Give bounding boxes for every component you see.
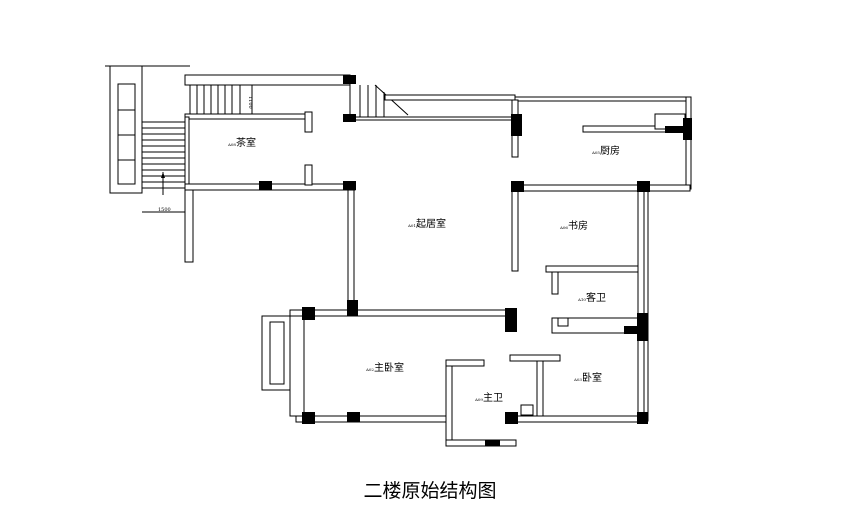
room-label-guest-bath: A10客卫 [577,291,606,304]
drawing-title: 二楼原始结构图 [363,480,497,502]
room-label-living-room: A01起居室 [407,217,446,230]
room-label-kitchen: A05厨房 [591,144,620,157]
up-arrow-icon [161,172,165,178]
stair-treads [142,121,185,189]
walls [105,65,692,447]
room-label-tea-room: A08茶室 [227,136,256,149]
dimension-label: 1500 [158,207,171,213]
dimension-label: 1100 [247,96,253,109]
room-labels: A08茶室 A01起居室 A05厨房 A06书房 A10客卫 A02主卧室 A0… [158,96,620,404]
room-label-master-bath: A09主卫 [474,392,503,404]
room-label-master-bedroom: A02主卧室 [365,361,404,374]
columns [259,75,692,446]
room-label-study: A06书房 [559,219,588,232]
room-label-bedroom: A03卧室 [573,371,602,384]
